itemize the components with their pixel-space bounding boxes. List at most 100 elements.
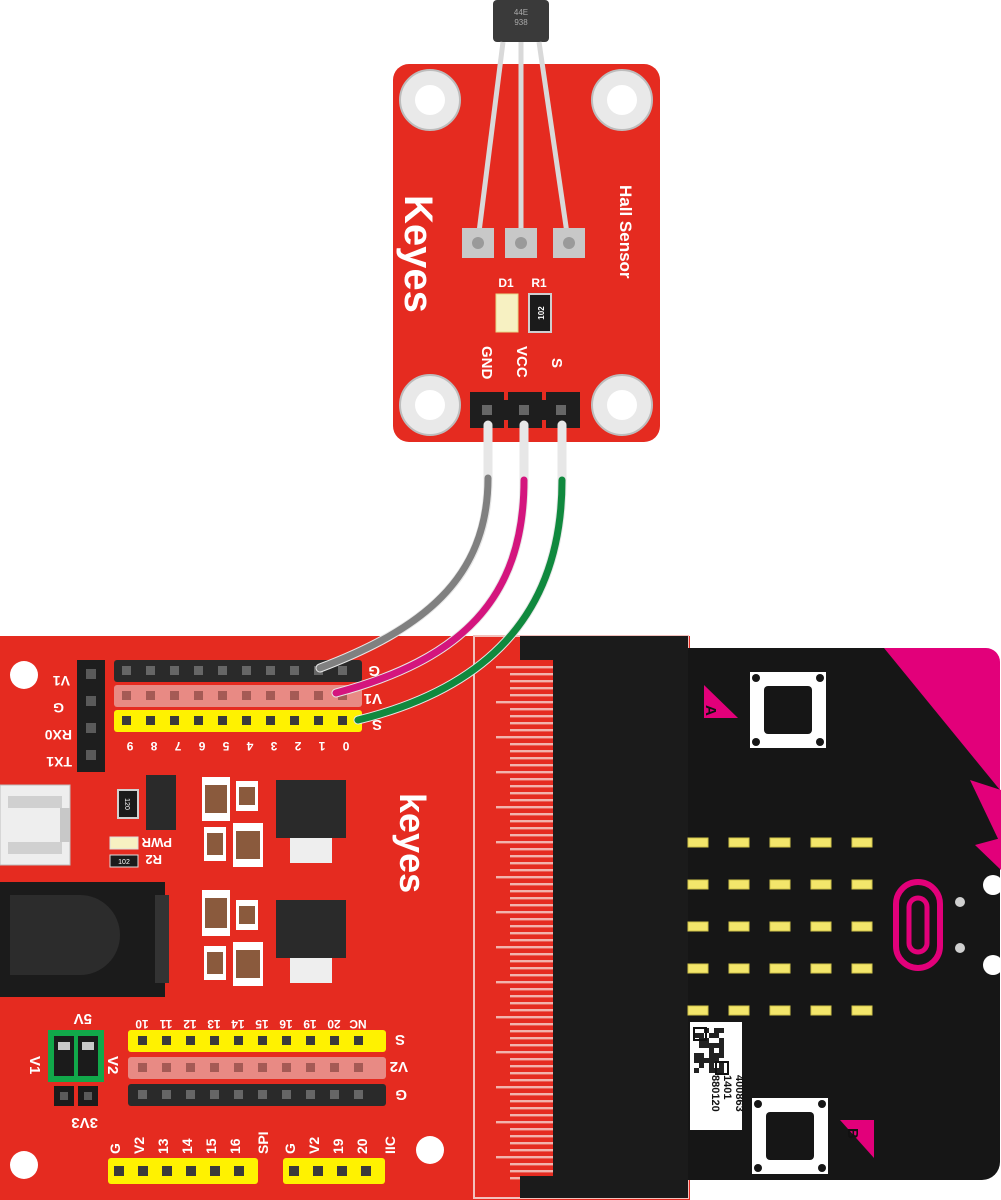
edge-tooth — [510, 722, 554, 725]
edge-tooth — [510, 827, 554, 830]
led — [687, 879, 709, 890]
top-pin-headers — [114, 660, 362, 732]
header-pin — [186, 1063, 195, 1072]
edge-tooth — [510, 750, 554, 753]
header-pin — [170, 716, 179, 725]
iic-header-body — [283, 1158, 385, 1184]
led — [687, 837, 709, 848]
edge-tooth — [510, 925, 554, 928]
header-pin — [338, 666, 347, 675]
edge-tooth — [496, 876, 554, 879]
bottom-header-row — [128, 1030, 386, 1052]
header-pin — [162, 1036, 171, 1045]
pwr-led — [109, 836, 139, 850]
top-pin-number: 4 — [246, 739, 253, 753]
edge-tooth — [510, 862, 554, 865]
edge-tooth — [510, 1079, 554, 1082]
header-pin — [146, 691, 155, 700]
pin-label-s: S — [548, 358, 565, 368]
microbit-accent-2 — [970, 780, 1001, 845]
button-a-label: A — [702, 705, 719, 716]
spi-label: G — [107, 1143, 123, 1154]
header-pin — [354, 1090, 363, 1099]
header-pin — [234, 1166, 244, 1176]
wire-gnd — [316, 474, 492, 672]
header-pin — [330, 1036, 339, 1045]
header-pin — [138, 1166, 148, 1176]
edge-tooth — [510, 897, 554, 900]
edge-tooth — [510, 974, 554, 977]
edge-tooth — [510, 1170, 554, 1173]
edge-tooth — [510, 848, 554, 851]
header-pin — [138, 1063, 147, 1072]
top-pin-number: 5 — [222, 739, 229, 753]
shield-mount-hole-tl — [10, 661, 38, 689]
header-pin — [234, 1090, 243, 1099]
top-row-label: V1 — [364, 690, 382, 707]
bottom-header-row — [128, 1057, 386, 1079]
sensor-name: Hall Sensor — [616, 185, 635, 279]
top-header-row — [114, 710, 362, 732]
header-pin — [194, 716, 203, 725]
edge-tooth — [510, 1072, 554, 1075]
edge-tooth — [510, 1128, 554, 1131]
edge-tooth — [510, 855, 554, 858]
hall-chip-line1: 44E — [514, 8, 528, 17]
header-pin — [242, 666, 251, 675]
header-pin — [194, 691, 203, 700]
uart-label: G — [53, 700, 64, 716]
edge-tooth — [510, 918, 554, 921]
edge-tooth — [496, 701, 554, 704]
led — [769, 921, 791, 932]
header-pin — [337, 1166, 347, 1176]
header-pin — [258, 1090, 267, 1099]
header-pin — [306, 1090, 315, 1099]
edge-tooth — [510, 778, 554, 781]
led — [851, 879, 873, 890]
edge-tooth — [510, 869, 554, 872]
header-pin — [122, 666, 131, 675]
qr-text-line: 880120 — [709, 1075, 721, 1112]
header-pin — [282, 1063, 291, 1072]
led — [769, 1005, 791, 1016]
shield-brand: keyes — [392, 793, 433, 893]
jumper-v1-label: V1 — [26, 1056, 43, 1074]
microbit-pcb — [688, 648, 1000, 1180]
header-pin — [162, 1090, 171, 1099]
button-b[interactable] — [752, 1098, 828, 1174]
spi-label: 14 — [179, 1138, 195, 1154]
spi-header-body — [108, 1158, 258, 1184]
jumper-5v-label: 5V — [74, 1010, 92, 1027]
button-a[interactable] — [750, 672, 826, 748]
led — [728, 879, 750, 890]
edge-connector-teeth — [484, 660, 554, 1180]
edge-tooth — [510, 1044, 554, 1047]
r1-label: R1 — [531, 276, 547, 290]
header-pin — [210, 1166, 220, 1176]
edge-tooth — [496, 946, 554, 949]
hall-sensor-module: 44E 938 Keyes Hall Sensor D1 R1 102 GND … — [393, 0, 660, 442]
bottom-pin-number: 19 — [303, 1017, 317, 1031]
header-pin — [162, 1063, 171, 1072]
edge-tooth — [510, 1163, 554, 1166]
bottom-pin-number: 20 — [327, 1017, 341, 1031]
top-row-label: G — [368, 662, 380, 679]
touch-logo — [893, 879, 965, 971]
edge-tooth — [510, 799, 554, 802]
uart-label: RX0 — [45, 727, 72, 743]
led — [810, 879, 832, 890]
microbit-corner-accent — [884, 648, 1000, 790]
jst-connector — [0, 784, 71, 866]
bottom-pin-number: 16 — [279, 1017, 293, 1031]
edge-tooth — [510, 1009, 554, 1012]
regulator-group-2 — [202, 890, 346, 986]
edge-tooth — [496, 771, 554, 774]
header-pin — [138, 1090, 147, 1099]
header-pin — [218, 666, 227, 675]
header-pin — [170, 666, 179, 675]
header-pin — [289, 1166, 299, 1176]
bottom-pin-number: 12 — [183, 1017, 197, 1031]
